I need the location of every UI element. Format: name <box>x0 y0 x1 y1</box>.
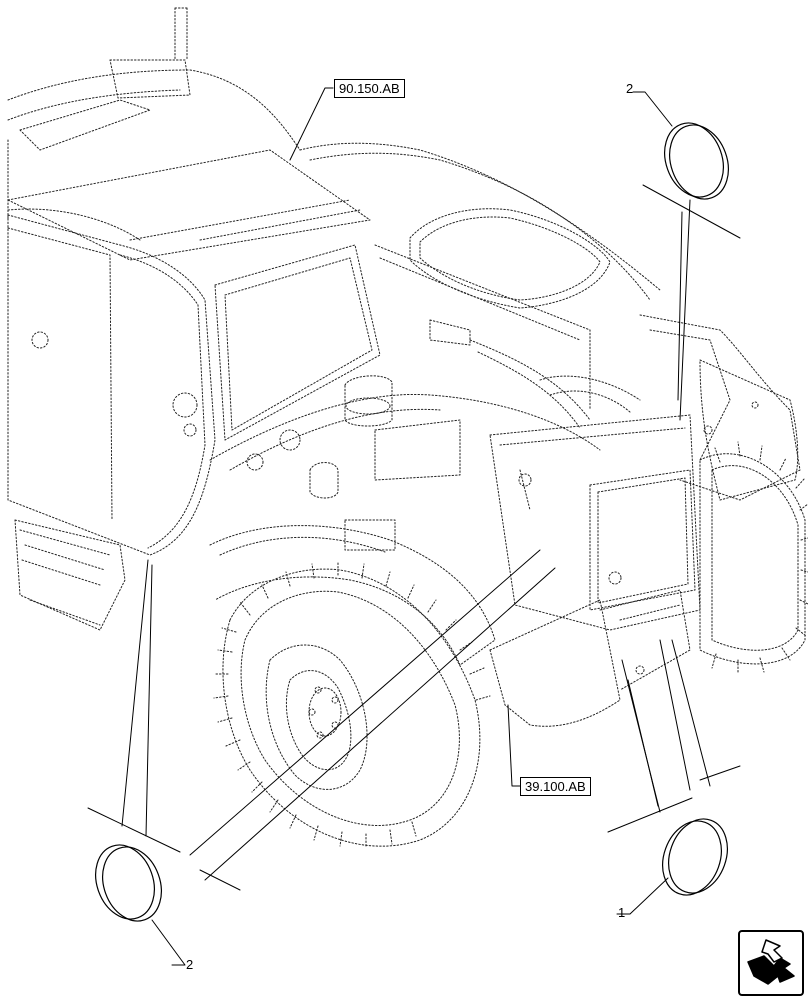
plug-item-1 <box>662 818 728 896</box>
plug-item-2-top <box>664 122 729 200</box>
machine-outline <box>7 7 808 849</box>
callout-item-2-bottom: 2 <box>186 957 194 972</box>
reference-label-bottom[interactable]: 39.100.AB <box>520 777 591 796</box>
leader-lines <box>87 87 741 966</box>
reference-label-top[interactable]: 90.150.AB <box>334 79 405 98</box>
callout-item-1: 1 <box>618 905 626 920</box>
plug-item-2-bottom <box>95 844 162 922</box>
callout-item-2-top: 2 <box>626 81 634 96</box>
navigation-arrow-icon[interactable] <box>738 930 804 996</box>
